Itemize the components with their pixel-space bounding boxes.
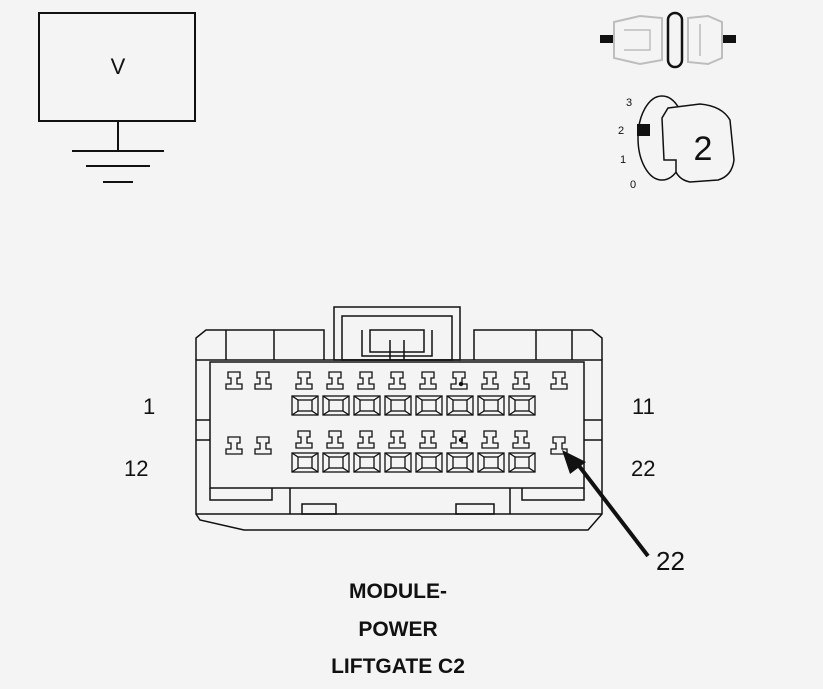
key-position-3: 3 bbox=[626, 97, 632, 109]
callout-label: 22 bbox=[656, 546, 685, 576]
disconnected-connector-icon bbox=[600, 11, 736, 69]
terminal-row2-top-3 bbox=[357, 430, 375, 449]
terminal-row2-top-6 bbox=[450, 430, 468, 449]
key-position-2: 2 bbox=[618, 125, 624, 137]
terminal-row1-right bbox=[550, 371, 568, 390]
terminal-row1-cavity-4 bbox=[384, 395, 412, 416]
terminal-row2-cavity-4 bbox=[384, 452, 412, 473]
terminal-row1-top-6 bbox=[450, 371, 468, 390]
caption-line-2: POWER bbox=[358, 618, 437, 641]
terminal-row1-top-8 bbox=[512, 371, 530, 390]
terminal-row1-cavity-3 bbox=[353, 395, 381, 416]
terminal-row2-left-b bbox=[254, 436, 272, 455]
terminal-row2-cavity-7 bbox=[477, 452, 505, 473]
terminal-row2-top-1 bbox=[295, 430, 313, 449]
terminal-row1-left-a bbox=[225, 371, 243, 390]
terminal-row1-cavity-5 bbox=[415, 395, 443, 416]
terminal-row1-top-4 bbox=[388, 371, 406, 390]
terminal-row1-top-1 bbox=[295, 371, 313, 390]
terminal-row2-cavity-6 bbox=[446, 452, 474, 473]
terminal-row1-top-2 bbox=[326, 371, 344, 390]
terminal-row2-top-2 bbox=[326, 430, 344, 449]
key-position-labels: 3 2 1 0 bbox=[618, 97, 636, 191]
terminal-row2-cavity-3 bbox=[353, 452, 381, 473]
callout-arrow bbox=[562, 450, 650, 558]
terminal-row2-top-4 bbox=[388, 430, 406, 449]
terminal-row1-cavity-2 bbox=[322, 395, 350, 416]
pin-label-12: 12 bbox=[124, 456, 148, 481]
caption-line-1: MODULE- bbox=[349, 580, 447, 603]
key-position-0: 0 bbox=[630, 179, 636, 191]
caption-line-3: LIFTGATE C2 bbox=[331, 655, 465, 678]
terminal-row1-left-b bbox=[254, 371, 272, 390]
voltmeter-icon bbox=[38, 12, 196, 183]
terminal-row1-top-3 bbox=[357, 371, 375, 390]
key-selected-position: 2 bbox=[694, 130, 713, 168]
terminal-row2-top-5 bbox=[419, 430, 437, 449]
ignition-key-icon bbox=[637, 95, 735, 183]
terminal-row1-cavity-8 bbox=[508, 395, 536, 416]
connector-terminals bbox=[225, 371, 568, 473]
terminal-row1-cavity-7 bbox=[477, 395, 505, 416]
terminal-row2-cavity-2 bbox=[322, 452, 350, 473]
terminal-row1-top-7 bbox=[481, 371, 499, 390]
pin-label-11: 11 bbox=[632, 394, 655, 419]
pin-label-1: 1 bbox=[143, 394, 155, 419]
terminal-dot-1 bbox=[458, 381, 464, 387]
voltmeter-symbol: V bbox=[111, 54, 126, 79]
terminal-row2-top-8 bbox=[512, 430, 530, 449]
connector-face bbox=[195, 306, 603, 531]
terminal-row1-cavity-1 bbox=[291, 395, 319, 416]
connector-caption: MODULE- POWER LIFTGATE C2 bbox=[331, 580, 465, 678]
terminal-row2-cavity-1 bbox=[291, 452, 319, 473]
terminal-row1-top-5 bbox=[419, 371, 437, 390]
key-position-1: 1 bbox=[620, 154, 626, 166]
terminal-row2-cavity-8 bbox=[508, 452, 536, 473]
terminal-dot-2 bbox=[458, 437, 464, 443]
terminal-row2-cavity-5 bbox=[415, 452, 443, 473]
pin-label-22: 22 bbox=[631, 456, 655, 481]
terminal-row1-cavity-6 bbox=[446, 395, 474, 416]
terminal-row2-left-a bbox=[225, 436, 243, 455]
terminal-row2-top-7 bbox=[481, 430, 499, 449]
